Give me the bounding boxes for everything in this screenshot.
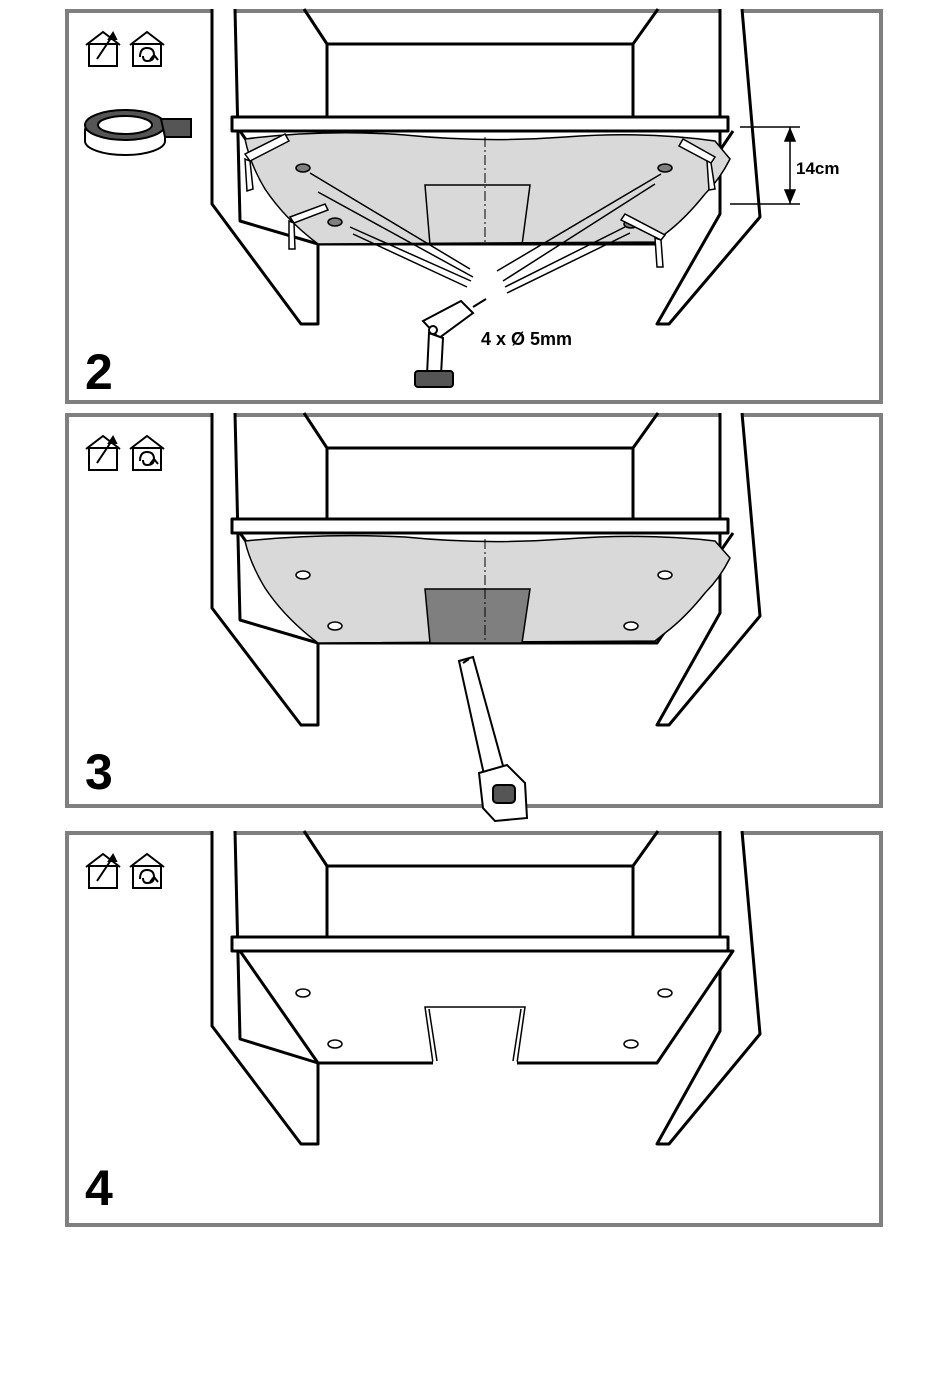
mode-icons — [83, 29, 173, 71]
recirculation-mode-icon — [130, 436, 164, 470]
cabinet-drawing — [65, 831, 883, 1227]
exhaust-mode-icon — [86, 854, 120, 888]
step-number: 2 — [85, 347, 113, 397]
drill-size-label: 4 x Ø 5mm — [481, 329, 572, 350]
recirculation-mode-icon — [130, 32, 164, 66]
mode-icons — [83, 433, 173, 475]
step-number: 3 — [85, 747, 113, 797]
exhaust-mode-icon — [86, 436, 120, 470]
recirculation-mode-icon — [130, 854, 164, 888]
cutout-area — [425, 589, 530, 643]
saw-icon — [455, 653, 545, 833]
exhaust-mode-icon — [86, 32, 120, 66]
paper-template — [245, 133, 730, 244]
step-3-panel: 3 — [65, 413, 883, 808]
mode-icons — [83, 851, 173, 893]
step-4-panel: 4 — [65, 831, 883, 1227]
height-dimension-label: 14cm — [796, 159, 839, 179]
step-number: 4 — [85, 1163, 113, 1213]
tape-roll-icon — [83, 105, 195, 159]
step-2-panel: 4 x Ø 5mm 14cm 2 — [65, 9, 883, 404]
